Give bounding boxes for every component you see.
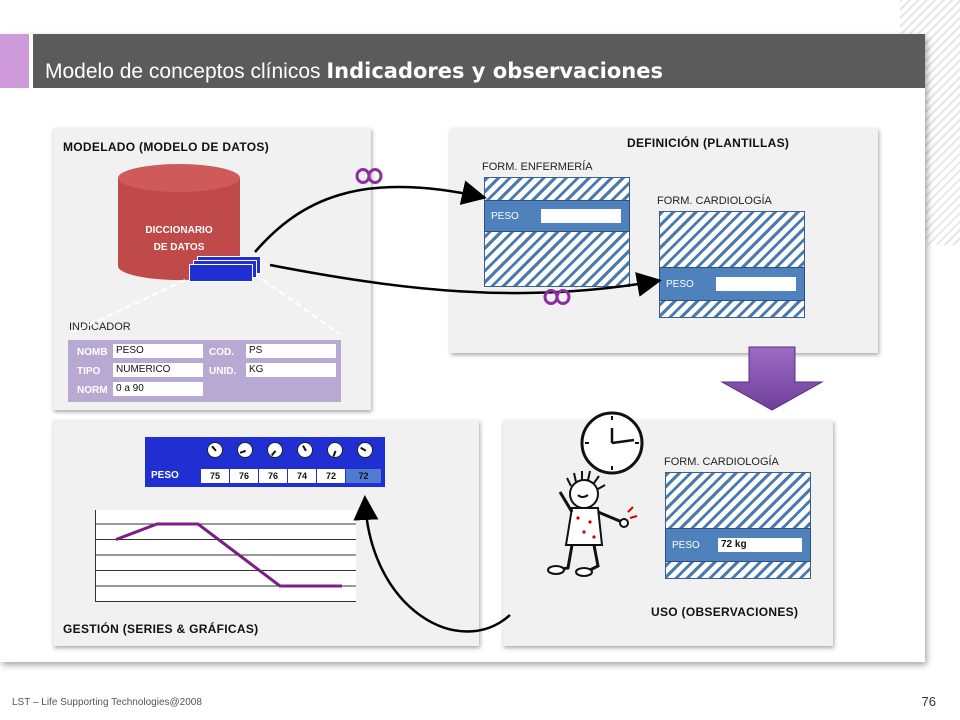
- clock-icon: [327, 442, 343, 458]
- series-graph: [95, 510, 356, 602]
- form-title: FORM. ENFERMERÍA: [482, 161, 593, 173]
- panel-modelado-title: MODELADO (MODELO DE DATOS): [63, 140, 270, 154]
- field-value: NUMERICO: [113, 363, 203, 377]
- clock-icon: [297, 442, 313, 458]
- clock-icon: [267, 442, 283, 458]
- series-label: PESO: [151, 470, 179, 481]
- form-field-input[interactable]: [716, 277, 796, 291]
- field-key: COD.: [209, 347, 234, 358]
- series-cell: 76: [259, 469, 287, 483]
- field-value: KG: [246, 363, 336, 377]
- form-field-input[interactable]: 72 kg: [718, 538, 802, 552]
- arrow-to-series: [353, 495, 511, 633]
- record-card: [189, 264, 253, 282]
- indicador-title: INDICADOR: [69, 321, 131, 333]
- footer: LST – Life Supporting Technologies@2008: [12, 697, 202, 708]
- field-value: 0 a 90: [113, 382, 203, 396]
- series-cell: 72: [346, 469, 381, 483]
- link-icon: [543, 289, 571, 305]
- form-field-label: PESO: [491, 211, 519, 222]
- patient-figure-icon: [547, 470, 638, 577]
- form-field-input[interactable]: [541, 209, 621, 223]
- series-strip: PESO 75 76 76 74 72 72: [145, 437, 385, 487]
- clock-icon: [207, 442, 223, 458]
- panel-uso-title: USO (OBSERVACIONES): [651, 605, 799, 619]
- series-cell: 74: [288, 469, 316, 483]
- arrow-to-enfermeria: [254, 180, 487, 253]
- down-arrow-icon: [720, 346, 824, 411]
- form-title: FORM. CARDIOLOGÍA: [657, 195, 772, 207]
- form-field-label: PESO: [666, 279, 694, 290]
- series-cell: 75: [201, 469, 229, 483]
- page-number: 76: [921, 694, 936, 709]
- form-enfermeria: PESO: [484, 177, 630, 287]
- indicador-table: NOMB PESO TIPO NUMERICO NORM 0 a 90 COD.…: [68, 340, 341, 402]
- field-value: PS: [246, 344, 336, 358]
- arrow-to-cardiologia: [269, 263, 662, 297]
- field-key: TIPO: [77, 366, 101, 377]
- form-field-label: PESO: [672, 540, 700, 551]
- field-key: NORM: [77, 385, 108, 396]
- title-accent: [0, 34, 29, 88]
- series-cell: 72: [317, 469, 345, 483]
- graph-svg: [96, 522, 356, 602]
- form-row: PESO: [484, 200, 630, 232]
- page-title: Modelo de conceptos clínicos Indicadores…: [45, 59, 663, 83]
- panel-definicion-title: DEFINICIÓN (PLANTILLAS): [627, 136, 790, 150]
- dashed-line: [69, 279, 186, 335]
- clock-icon: [357, 442, 373, 458]
- field-key: NOMB: [77, 347, 108, 358]
- title-bar: Modelo de conceptos clínicos Indicadores…: [33, 34, 925, 88]
- form-row: PESO 72 kg: [665, 528, 811, 562]
- link-icon: [355, 168, 383, 184]
- field-value: PESO: [113, 344, 203, 358]
- clock-icon: [237, 442, 253, 458]
- dashed-line: [262, 279, 341, 335]
- clock-icon: [580, 411, 644, 475]
- panel-gestion-title: GESTIÓN (SERIES & GRÁFICAS): [63, 622, 259, 636]
- field-key: UNID.: [209, 366, 237, 377]
- form-uso: PESO 72 kg: [665, 472, 811, 579]
- form-title: FORM. CARDIOLOGÍA: [664, 456, 779, 468]
- series-cell: 76: [230, 469, 258, 483]
